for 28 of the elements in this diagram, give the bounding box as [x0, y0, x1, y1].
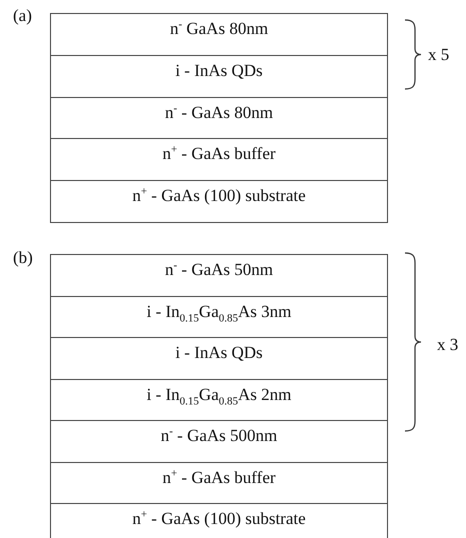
layer-box — [50, 13, 388, 56]
layer-box — [50, 54, 388, 98]
layer-box — [50, 254, 388, 297]
layer-label: i - InAs QDs — [175, 62, 263, 80]
layer-label: n$^{+}$ - GaAs buffer — [162, 468, 276, 488]
layer-label: n$^{-}$ GaAs 80nm — [170, 20, 268, 39]
repeat-count: x 5 — [428, 45, 450, 65]
layer-label: n$^{+}$ - GaAs (100) substrate — [132, 187, 306, 206]
layer-box — [50, 503, 388, 538]
layer-label: n$^{-}$ - GaAs 80nm — [164, 104, 274, 122]
layer-box — [50, 180, 388, 224]
layer-box — [50, 378, 388, 422]
panel-label: (a) — [13, 6, 32, 26]
layer-box — [50, 462, 388, 504]
layer-label: n$^{-}$ - GaAs 50nm — [164, 261, 274, 280]
panel-label: (b) — [13, 248, 33, 268]
layer-box — [50, 296, 388, 338]
layer-label: i - InAs QDs — [175, 344, 263, 363]
layer-label: i - In$_{0.15}$Ga$_{0.85}$As 3nm — [146, 302, 292, 322]
layer-box — [50, 138, 388, 182]
layer-box — [50, 337, 388, 380]
layer-label: n$^{+}$ - GaAs buffer — [162, 145, 276, 164]
repeat-count: x 3 — [437, 335, 458, 355]
layer-box — [50, 96, 388, 140]
layer-label: i - In$_{0.15}$Ga$_{0.85}$As 2nm — [146, 386, 292, 404]
layer-box — [50, 420, 388, 463]
layer-label: n$^{+}$ - GaAs (100) substrate — [132, 510, 306, 529]
layer-label: n$^{-}$ - GaAs 500nm — [160, 427, 278, 446]
